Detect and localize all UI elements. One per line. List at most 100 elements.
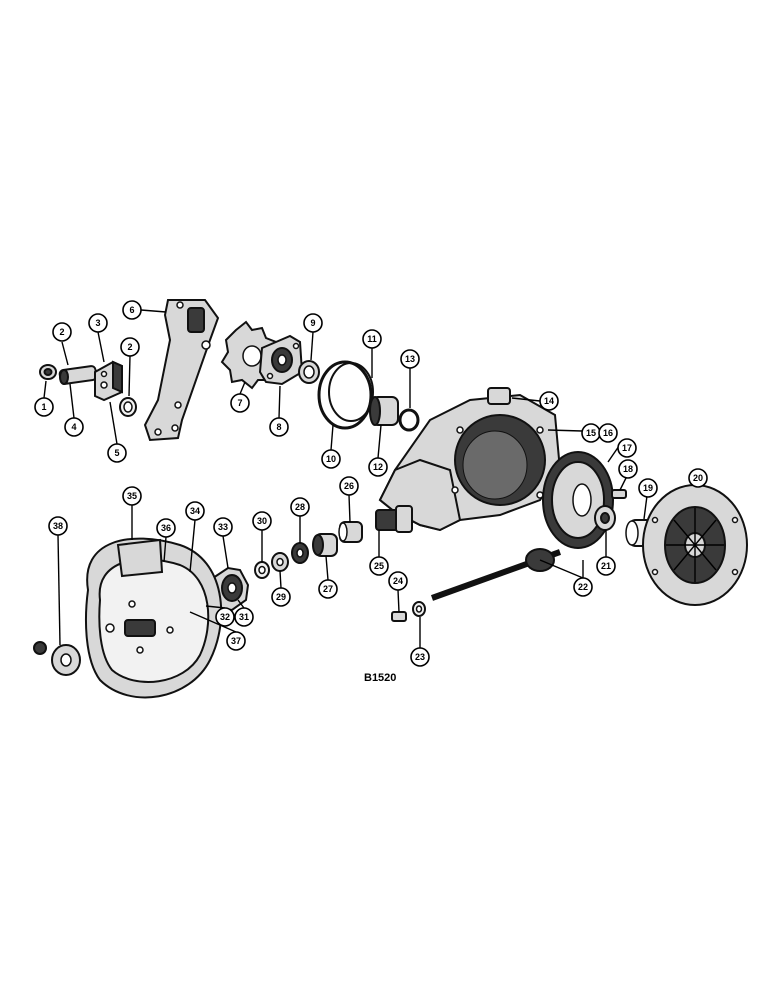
callout-18-label: 18 bbox=[623, 464, 633, 474]
callout-38: 38 bbox=[48, 516, 68, 536]
part-9-seal bbox=[298, 360, 320, 384]
callout-17-label: 17 bbox=[622, 443, 632, 453]
callout-3-label: 3 bbox=[95, 318, 100, 328]
part-17-ring-gear bbox=[542, 451, 614, 549]
callout-14: 14 bbox=[539, 391, 559, 411]
callout-23: 23 bbox=[410, 647, 430, 667]
callout-21-label: 21 bbox=[601, 561, 611, 571]
part-38-flange-nut bbox=[33, 641, 81, 676]
callout-28-label: 28 bbox=[295, 502, 305, 512]
reference-code: B1520 bbox=[364, 672, 396, 684]
leader-lines bbox=[43, 309, 699, 648]
callout-24-label: 24 bbox=[393, 576, 403, 586]
callout-33: 33 bbox=[213, 517, 233, 537]
callout-27-label: 27 bbox=[323, 584, 333, 594]
callout-37: 37 bbox=[226, 631, 246, 651]
callout-25: 25 bbox=[369, 556, 389, 576]
part-20-cover bbox=[642, 484, 748, 606]
callout-2b-label: 2 bbox=[127, 342, 132, 352]
callout-22: 22 bbox=[573, 577, 593, 597]
callout-26: 26 bbox=[339, 476, 359, 496]
callout-13-label: 13 bbox=[405, 354, 415, 364]
callout-14-label: 14 bbox=[544, 396, 554, 406]
callout-34: 34 bbox=[185, 501, 205, 521]
callout-2-label: 2 bbox=[59, 327, 64, 337]
callout-22-label: 22 bbox=[578, 582, 588, 592]
callout-7-label: 7 bbox=[237, 398, 242, 408]
callout-18: 18 bbox=[618, 459, 638, 479]
callout-19: 19 bbox=[638, 478, 658, 498]
callout-24: 24 bbox=[388, 571, 408, 591]
callout-29: 29 bbox=[271, 587, 291, 607]
callout-37-label: 37 bbox=[231, 636, 241, 646]
callout-16: 16 bbox=[598, 423, 618, 443]
part-26-sleeve bbox=[338, 521, 363, 543]
part-23-washer bbox=[412, 601, 426, 617]
callout-36-label: 36 bbox=[161, 523, 171, 533]
part-35-brake-drum bbox=[84, 537, 223, 699]
callout-21: 21 bbox=[596, 556, 616, 576]
callout-19-label: 19 bbox=[643, 483, 653, 493]
callout-32: 32 bbox=[215, 607, 235, 627]
part-3-bracket bbox=[94, 360, 123, 402]
callout-2b: 2 bbox=[120, 337, 140, 357]
callout-1-label: 1 bbox=[41, 402, 46, 412]
part-6-arm bbox=[143, 299, 220, 442]
callout-35: 35 bbox=[122, 486, 142, 506]
callout-29-label: 29 bbox=[276, 592, 286, 602]
callout-26-label: 26 bbox=[344, 481, 354, 491]
callout-4: 4 bbox=[64, 417, 84, 437]
callout-8-label: 8 bbox=[276, 422, 281, 432]
part-2-washer bbox=[119, 397, 137, 417]
callout-11: 11 bbox=[362, 329, 382, 349]
callout-25-label: 25 bbox=[374, 561, 384, 571]
part-25-pinion bbox=[375, 505, 413, 533]
callout-3: 3 bbox=[88, 313, 108, 333]
part-13-oring bbox=[398, 408, 420, 432]
callout-5-label: 5 bbox=[114, 448, 119, 458]
part-4-shaft bbox=[58, 365, 98, 385]
callout-bubbles: 1 2 3 2 4 5 6 7 8 9 10 11 12 13 14 15 16… bbox=[34, 300, 708, 667]
callout-5: 5 bbox=[107, 443, 127, 463]
callout-32-label: 32 bbox=[220, 612, 230, 622]
callout-23-label: 23 bbox=[415, 652, 425, 662]
parts-group bbox=[33, 299, 748, 699]
callout-15: 15 bbox=[581, 423, 601, 443]
part-8-housing bbox=[258, 334, 304, 386]
callout-20: 20 bbox=[688, 468, 708, 488]
callout-10-label: 10 bbox=[326, 454, 336, 464]
part-29-nut bbox=[271, 552, 289, 572]
callout-1: 1 bbox=[34, 397, 54, 417]
part-10-gasket-ring bbox=[317, 360, 374, 430]
callout-9: 9 bbox=[303, 313, 323, 333]
callout-8: 8 bbox=[269, 417, 289, 437]
part-30-washer bbox=[254, 561, 270, 579]
callout-20-label: 20 bbox=[693, 473, 703, 483]
part-24-bolt bbox=[391, 611, 407, 622]
part-1-cap bbox=[39, 364, 57, 380]
part-12-bushing bbox=[369, 396, 399, 426]
callout-16-label: 16 bbox=[603, 428, 613, 438]
part-18-bolt bbox=[611, 489, 627, 499]
callout-36: 36 bbox=[156, 518, 176, 538]
callout-6: 6 bbox=[122, 300, 142, 320]
callout-34-label: 34 bbox=[190, 506, 200, 516]
callout-17: 17 bbox=[617, 438, 637, 458]
callout-35-label: 35 bbox=[127, 491, 137, 501]
callout-30: 30 bbox=[252, 511, 272, 531]
callout-7: 7 bbox=[230, 393, 250, 413]
callout-38-label: 38 bbox=[53, 521, 63, 531]
part-22-drive-shaft bbox=[430, 548, 562, 601]
callout-12-label: 12 bbox=[373, 462, 383, 472]
callout-31: 31 bbox=[234, 607, 254, 627]
callout-9-label: 9 bbox=[310, 318, 315, 328]
callout-2: 2 bbox=[52, 322, 72, 342]
part-28-bearing bbox=[291, 542, 309, 564]
callout-33-label: 33 bbox=[218, 522, 228, 532]
callout-13: 13 bbox=[400, 349, 420, 369]
callout-30-label: 30 bbox=[257, 516, 267, 526]
callout-12: 12 bbox=[368, 457, 388, 477]
callout-31-label: 31 bbox=[239, 612, 249, 622]
callout-27: 27 bbox=[318, 579, 338, 599]
callout-10: 10 bbox=[321, 449, 341, 469]
